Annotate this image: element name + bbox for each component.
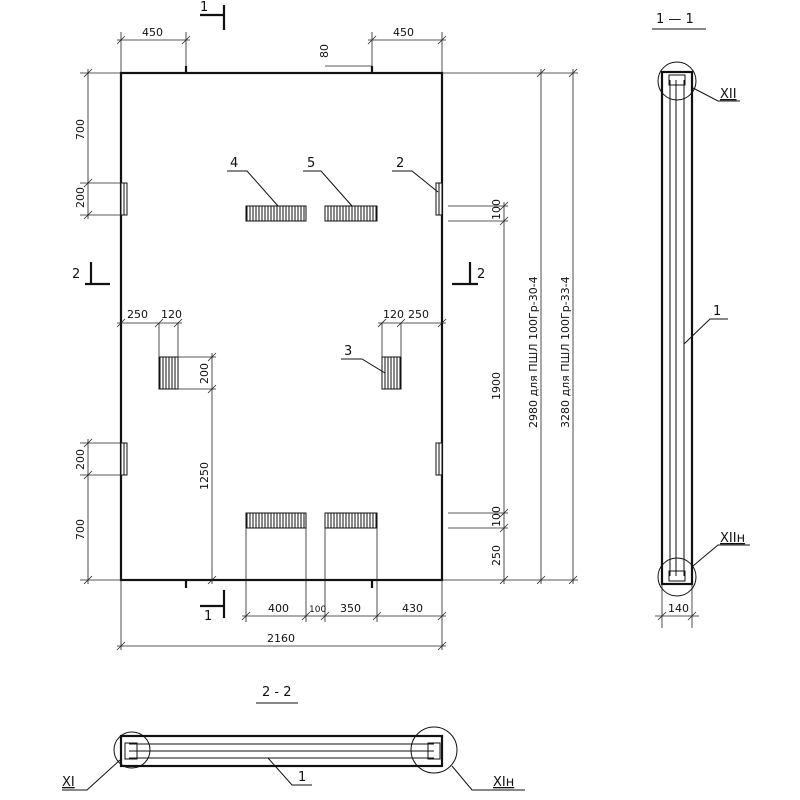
- panel-outline: [119, 71, 444, 582]
- dim-bottom-100: 100: [309, 605, 326, 615]
- section-1-1: 1 — 1 XII XIIн 1 140: [652, 12, 750, 628]
- dim-bottom-2160: 2160: [267, 632, 295, 645]
- callout-2: 2: [396, 156, 404, 171]
- dim-right-100-top: 100: [490, 199, 503, 220]
- leader-5: [303, 170, 353, 207]
- dim-side-140: 140: [668, 602, 689, 615]
- edge-plate-right-top: [435, 182, 443, 216]
- detail-circle-xi-n: [410, 726, 458, 774]
- plate-3-right: [381, 356, 402, 390]
- section-1-1-title: 1 — 1: [656, 12, 694, 27]
- dim-mid-120-left: 120: [161, 308, 182, 321]
- dim-left-200-bottom: 200: [74, 449, 87, 470]
- section-1-1-outline: [660, 70, 694, 586]
- dim-inner-1250: 1250: [198, 462, 211, 490]
- plate-4-top: [245, 205, 307, 222]
- plate-5-bottom: [324, 512, 378, 529]
- dim-top-right-450: 450: [393, 26, 414, 39]
- plate-4-bottom: [245, 512, 307, 529]
- callout-xii-n: XIIн: [720, 531, 745, 546]
- dim-top-left-450: 450: [142, 26, 163, 39]
- section-2-2-title: 2 - 2: [262, 685, 292, 700]
- leader-xi-n: [451, 765, 525, 791]
- section-mark-2-right: 2: [452, 262, 485, 286]
- leader-xii: [692, 87, 740, 102]
- leader-xi: [62, 759, 121, 791]
- section-mark-2-left: 2: [72, 262, 110, 286]
- edge-plate-left-bottom: [120, 442, 128, 476]
- leader-4: [227, 170, 279, 207]
- dim-right-100-bottom: 100: [490, 506, 503, 527]
- leader-xii-n: [692, 544, 750, 567]
- callout-3: 3: [344, 344, 352, 359]
- dims-bottom: 400 100 350 430 2160: [116, 528, 447, 651]
- svg-text:1: 1: [200, 0, 208, 15]
- plate-5-top: [324, 205, 378, 222]
- section-mark-1-top: 1: [200, 0, 226, 30]
- callout-xii: XII: [720, 87, 737, 102]
- dims-right: 100 100 1900 250 2980 для ПШЛ 100Гр-30-4…: [442, 68, 578, 585]
- dim-right-2980: 2980 для ПШЛ 100Гр-30-4: [527, 276, 540, 428]
- callout-4: 4: [230, 156, 238, 171]
- dim-right-1900: 1900: [490, 372, 503, 400]
- svg-text:1: 1: [204, 609, 212, 624]
- dim-mid-250-left: 250: [127, 308, 148, 321]
- dim-right-250: 250: [490, 545, 503, 566]
- callout-1-side: 1: [713, 304, 721, 319]
- callout-xi: XI: [62, 775, 75, 790]
- dims-top: 450 450 80: [116, 26, 447, 73]
- callout-1-bottom: 1: [298, 770, 306, 785]
- edge-plate-right-bottom: [435, 442, 443, 476]
- svg-text:2: 2: [72, 267, 80, 282]
- dim-right-3280: 3280 для ПШЛ 100Гр-33-4: [559, 276, 572, 428]
- panel-plan: 4 5 2 3: [119, 66, 444, 588]
- dim-left-700-top: 700: [74, 119, 87, 140]
- dim-bottom-400: 400: [268, 602, 289, 615]
- section-2-2-outline: [119, 734, 444, 768]
- callout-xi-n: XIн: [493, 775, 514, 790]
- dim-bottom-350: 350: [340, 602, 361, 615]
- section-mark-1-bottom: 1: [200, 590, 226, 624]
- leader-3: [341, 358, 386, 374]
- leader-1-side: [683, 318, 728, 345]
- edge-plate-left-top: [120, 182, 128, 216]
- dim-mid-120-right: 120: [383, 308, 404, 321]
- dim-left-200-top: 200: [74, 187, 87, 208]
- detail-circle-xii: [657, 61, 697, 101]
- leader-2: [392, 170, 439, 193]
- detail-circle-xi: [113, 731, 151, 769]
- dims-left: 700 200 200 700: [74, 68, 121, 585]
- detail-circle-xii-n: [657, 557, 697, 597]
- dim-bottom-430: 430: [402, 602, 423, 615]
- leader-1-bottom: [267, 757, 312, 786]
- section-2-2: 2 - 2 XI XIн 1: [62, 685, 525, 791]
- dim-top-80: 80: [318, 44, 331, 58]
- dim-left-700-bottom: 700: [74, 519, 87, 540]
- callout-5: 5: [307, 156, 315, 171]
- plate-3-left: [158, 356, 179, 390]
- dims-middle: 250 120 120 250 200 1250: [116, 308, 447, 585]
- dim-mid-250-right: 250: [408, 308, 429, 321]
- svg-text:2: 2: [477, 267, 485, 282]
- dim-inner-200: 200: [198, 363, 211, 384]
